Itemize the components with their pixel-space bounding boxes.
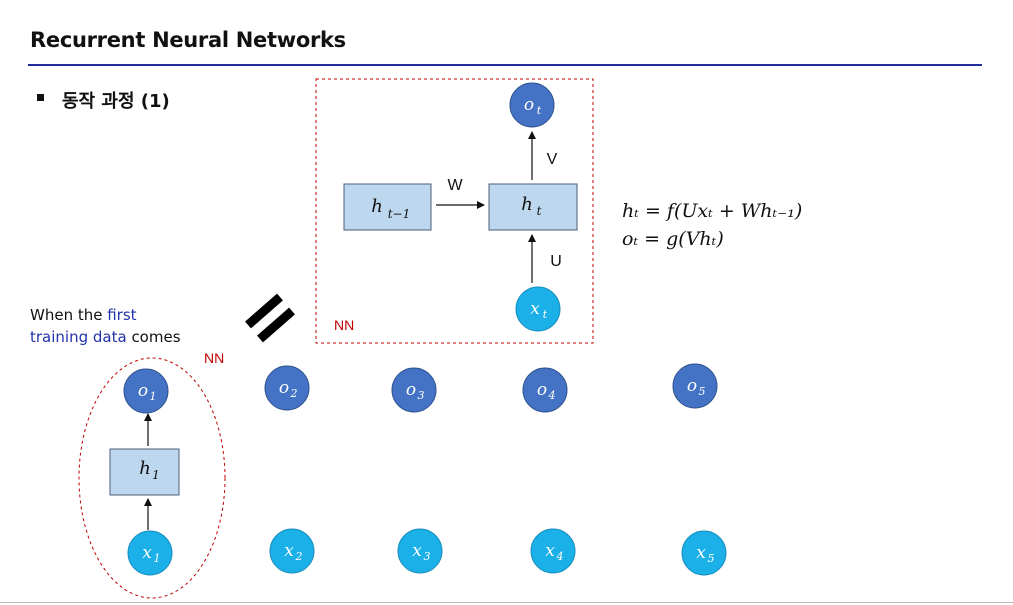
sequence-output-node: o 2	[264, 365, 310, 411]
sequence-output-node: o 5	[672, 363, 718, 409]
caption-highlight-training-data: training data	[30, 328, 127, 346]
cell-input-subscript: t	[543, 308, 548, 321]
caption-prefix: When the	[30, 306, 108, 324]
caption-suffix: comes	[126, 328, 181, 346]
sequence-output-node: o 1	[123, 368, 169, 414]
title-underline	[28, 64, 982, 66]
input-label: x	[412, 541, 422, 561]
h1-subscript: 1	[152, 468, 160, 482]
sequence-input-node: x 2	[269, 528, 315, 574]
caption-highlight-first: first	[107, 306, 137, 324]
first-data-caption: When the first training data comes	[30, 304, 181, 348]
output-subscript: 1	[150, 390, 157, 403]
slide-title: Recurrent Neural Networks	[30, 28, 346, 52]
input-label: x	[696, 543, 706, 563]
u-label: U	[550, 253, 562, 270]
equation-hidden: hₜ = f(Uxₜ + Whₜ₋₁)	[622, 200, 803, 222]
output-subscript: 5	[699, 385, 706, 398]
equivalence-sign	[245, 293, 295, 343]
output-subscript: 2	[290, 387, 298, 400]
w-label: W	[447, 177, 463, 194]
input-subscript: 4	[556, 550, 564, 563]
sequence-input-node: x 5	[681, 530, 727, 576]
cell-input-label: x	[530, 299, 540, 319]
bottom-divider	[0, 602, 1013, 603]
output-label: o	[406, 380, 416, 400]
cell-dashed-border	[315, 78, 594, 344]
equation-output: oₜ = g(Vhₜ)	[622, 228, 724, 250]
bullet-marker	[37, 94, 44, 101]
hidden-label: h	[521, 194, 533, 215]
v-label: V	[547, 151, 558, 168]
input-subscript: 5	[708, 552, 715, 565]
sequence-input-node: x 3	[397, 528, 443, 574]
hidden-box: h t	[488, 183, 578, 231]
sequence-input-node: x 1	[127, 530, 173, 576]
sequence-output-node: o 3	[391, 367, 437, 413]
slide-subtitle: 동작 과정 (1)	[62, 91, 170, 112]
cell-output-subscript: t	[537, 104, 542, 117]
prev-hidden-subscript: t−1	[388, 207, 411, 221]
input-label: x	[142, 543, 152, 563]
h1-label: h	[139, 458, 151, 479]
output-label: o	[279, 378, 289, 398]
equations: hₜ = f(Uxₜ + Whₜ₋₁) oₜ = g(Vhₜ)	[622, 197, 802, 253]
output-label: o	[537, 380, 547, 400]
output-label: o	[687, 376, 697, 396]
nn-label-cell: NN	[334, 317, 355, 333]
sequence-input-node: x 4	[530, 528, 576, 574]
output-label: o	[138, 381, 148, 401]
timestep-dashed-ellipse	[78, 357, 226, 599]
prev-hidden-label: h	[371, 196, 383, 217]
cell-input-node: x t	[515, 286, 561, 332]
cell-output-label: o	[524, 95, 534, 115]
sequence-output-node: o 4	[522, 367, 568, 413]
prev-hidden-box: h t−1	[343, 183, 432, 231]
output-subscript: 4	[548, 389, 556, 402]
cell-output-node: o t	[509, 82, 555, 128]
input-subscript: 1	[154, 552, 161, 565]
input-label: x	[545, 541, 555, 561]
h1-box: h 1	[109, 448, 180, 496]
nn-label-sequence: NN	[204, 350, 225, 366]
input-subscript: 3	[424, 550, 431, 563]
output-subscript: 3	[418, 389, 425, 402]
input-subscript: 2	[295, 550, 303, 563]
input-label: x	[284, 541, 294, 561]
hidden-subscript: t	[537, 204, 542, 218]
